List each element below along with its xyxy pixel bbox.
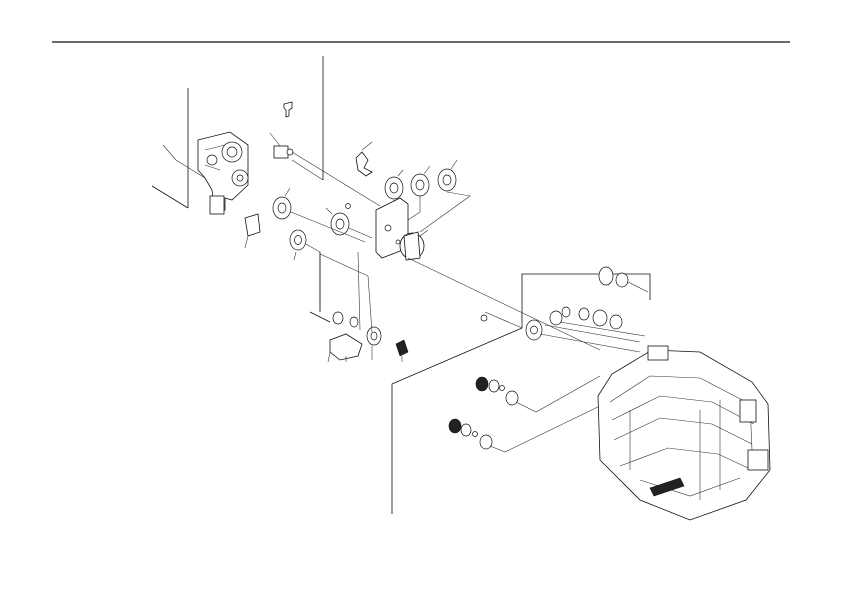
gear-f — [289, 229, 307, 261]
gear-a — [384, 169, 404, 200]
right-gear-train — [525, 266, 649, 353]
printer-frame — [597, 345, 771, 521]
lower-gear-set — [448, 375, 605, 453]
sensor-lever — [355, 141, 373, 177]
drive-bracket-assembly — [151, 88, 261, 249]
gear-c — [437, 159, 458, 192]
gear-b — [410, 165, 431, 197]
clip-bracket — [327, 311, 409, 363]
motor-axis-line — [407, 257, 601, 351]
gear-e — [325, 203, 351, 236]
connector — [269, 132, 381, 207]
leader-line-main — [391, 273, 651, 514]
drive-motor — [399, 229, 429, 261]
small-screw — [283, 101, 293, 118]
gear-d — [272, 187, 292, 220]
